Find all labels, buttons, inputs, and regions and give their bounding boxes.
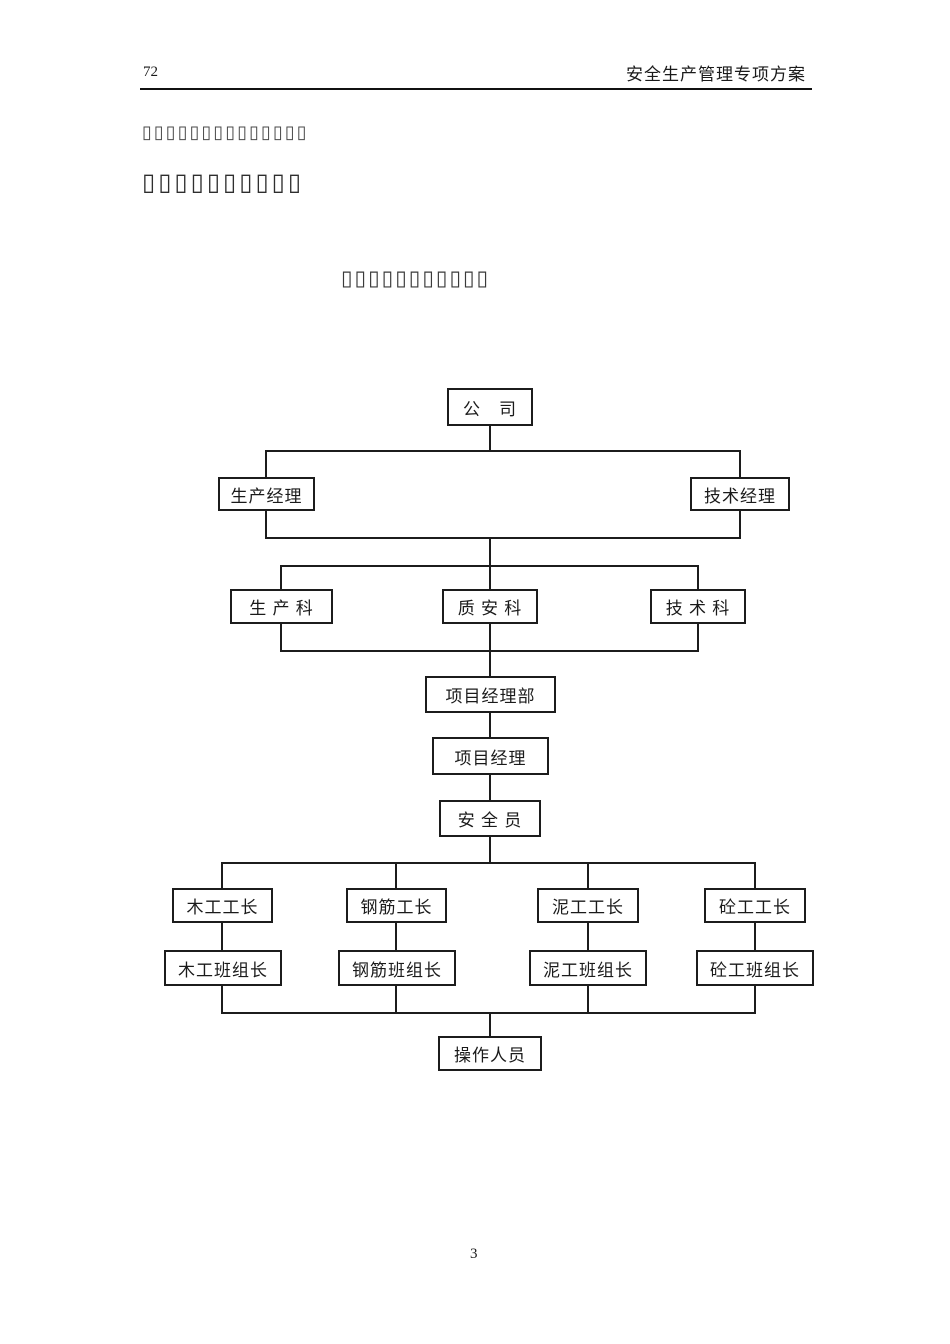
connector-teams-bottom <box>221 1012 756 1014</box>
org-node-technical-section: 技 术 科 <box>650 589 746 624</box>
org-node-carpentry-foreman: 木工工长 <box>172 888 273 923</box>
footer-page-number: 3 <box>470 1246 478 1262</box>
connector-pm-safety <box>489 775 491 801</box>
org-node-technical-manager: 技术经理 <box>690 477 790 511</box>
org-node-mason-team-leader: 泥工班组长 <box>529 950 647 986</box>
org-node-company: 公 司 <box>447 388 533 426</box>
body-line-1: ▯▯▯▯▯▯▯▯▯▯▯▯▯▯ <box>142 122 309 143</box>
connector-to-pmdept <box>489 650 491 677</box>
connector-rebar-col <box>395 862 397 1014</box>
connector-foremen-top <box>221 862 756 864</box>
connector-mid-to-sections <box>489 537 491 567</box>
chart-title: ▯▯▯▯▯▯▯▯▯▯▯ <box>341 266 491 290</box>
header-doc-title: 安全生产管理专项方案 <box>626 65 806 84</box>
connector-mason-col <box>587 862 589 1014</box>
org-node-rebar-team-leader: 钢筋班组长 <box>338 950 456 986</box>
org-node-concrete-team-leader: 砼工班组长 <box>696 950 814 986</box>
org-node-operators: 操作人员 <box>438 1036 542 1071</box>
header-page-ref: 72 <box>143 64 158 80</box>
org-node-project-manager-dept: 项目经理部 <box>425 676 556 713</box>
org-node-carpentry-team-leader: 木工班组长 <box>164 950 282 986</box>
header-rule <box>140 88 812 90</box>
org-node-safety-officer: 安 全 员 <box>439 800 541 837</box>
org-node-project-manager: 项目经理 <box>432 737 549 775</box>
connector-company-down <box>489 425 491 452</box>
org-node-mason-foreman: 泥工工长 <box>537 888 639 923</box>
body-line-2: ▯▯▯▯▯▯▯▯▯▯ <box>142 168 305 196</box>
org-node-rebar-foreman: 钢筋工长 <box>346 888 447 923</box>
connector-managers-top <box>265 450 741 452</box>
connector-concrete-col <box>754 862 756 1014</box>
org-node-quality-safety-section: 质 安 科 <box>442 589 538 624</box>
org-node-production-section: 生 产 科 <box>230 589 333 624</box>
connector-managers-bottom <box>265 537 741 539</box>
connector-safety-down <box>489 837 491 864</box>
connector-pmdept-pm <box>489 713 491 738</box>
connector-to-operators <box>489 1012 491 1037</box>
connector-carpentry-col <box>221 862 223 1014</box>
org-node-production-manager: 生产经理 <box>218 477 315 511</box>
org-node-concrete-foreman: 砼工工长 <box>704 888 806 923</box>
